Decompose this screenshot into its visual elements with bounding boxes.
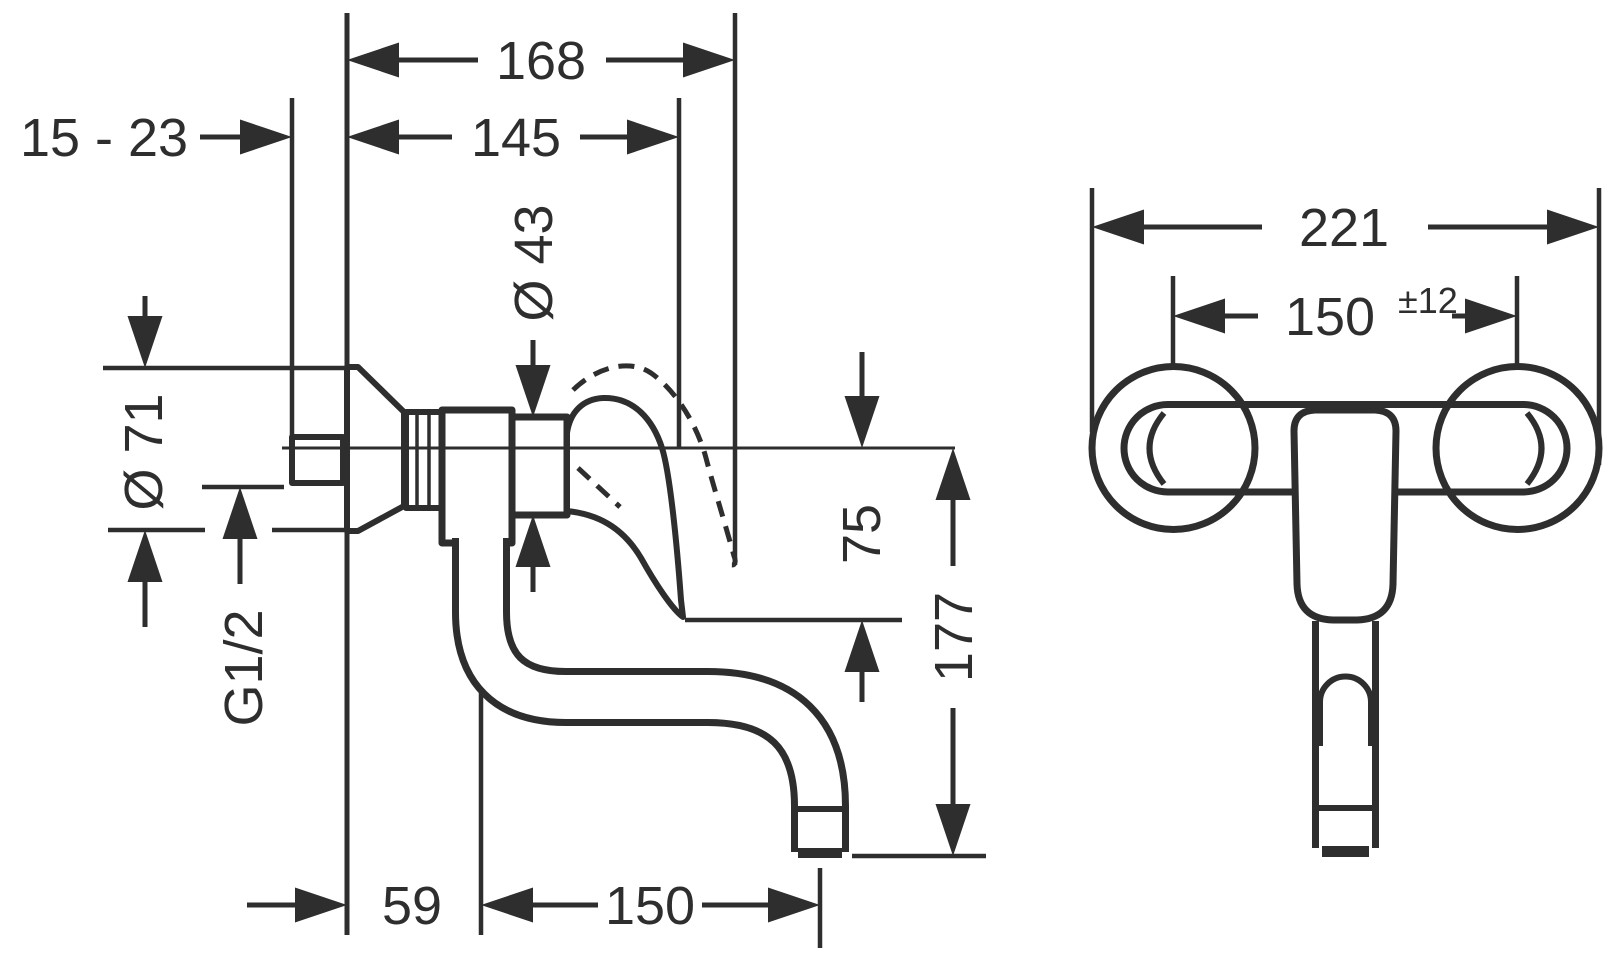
arrowhead-left-icon [347,42,399,78]
dim-label-75: 75 [832,504,892,564]
arrowhead-up-icon [222,487,258,539]
dim-label-221: 221 [1299,198,1389,258]
arrowhead-down-icon [844,396,880,448]
side-geometry [282,363,955,858]
dim-total-projection: 168 [347,31,735,91]
front-view: 221 150 ±12 [1088,188,1603,857]
mixer-body [438,406,516,547]
left-escutcheon [1088,363,1259,533]
dim-wall-adjust-range: 15 - 23 [20,108,292,168]
arrowhead-right-icon [683,42,735,78]
arrowhead-up-icon [127,530,163,582]
dim-label-59: 59 [382,876,442,936]
dim-label-d43: Ø 43 [504,204,564,321]
dim-overall-width: 221 [1092,198,1599,258]
spout-tube-bore [459,538,842,852]
wall-union-fitting [289,434,346,486]
arrowhead-down-icon [515,365,551,417]
dim-label-177: 177 [924,592,984,682]
dim-center-to-outlet: 177 [924,448,984,856]
arrowhead-up-icon [844,620,880,672]
lever-handle-raised-dashed [571,363,738,568]
arrowhead-left-icon [1092,209,1144,245]
aerator-lip [798,848,842,858]
union-nut [403,409,445,511]
dim-label-145: 145 [471,108,561,168]
dim-label-15-23: 15 - 23 [20,108,188,168]
dim-body-diameter: Ø 43 [504,204,564,592]
dim-label-168: 168 [496,31,586,91]
front-extension-lines [1089,188,1602,465]
arrowhead-right-icon [768,887,820,923]
arrowhead-up-icon [515,515,551,567]
lever-handle-side [564,394,686,620]
arrowhead-left-icon [481,887,533,923]
dim-spout-projection: 145 [347,108,679,168]
handle-raised-inner-edge [576,466,622,509]
arrowhead-right-icon [1547,209,1599,245]
dim-connection-spacing: 150 ±12 [1173,280,1517,347]
dim-label-g12: G1/2 [214,609,274,726]
dim-drop-to-outlet: 150 [532,876,820,936]
arrowhead-down-icon [127,316,163,368]
dim-wall-to-spout-drop: 59 [247,876,533,936]
arrowhead-right-icon [627,119,679,155]
dim-connection-thread: G1/2 [214,487,274,727]
arrowhead-right-icon [1465,298,1517,334]
spout-front-dome [1317,673,1374,746]
arrowhead-up-icon [935,448,971,500]
dim-escutcheon-diameter: Ø 71 [114,296,174,627]
arrowhead-down-icon [935,804,971,856]
spout-front-fill [1319,624,1372,846]
handle-raised-outline [571,363,738,568]
body-endcap-right [1524,411,1545,486]
aerator-lip-front [1322,846,1369,857]
arrowhead-left-icon [1173,298,1225,334]
side-view: 168 145 15 - 23 Ø 43 Ø 71 [20,13,986,948]
dim-label-150-front: 150 [1285,287,1375,347]
arrowhead-right-icon [295,887,347,923]
right-escutcheon [1432,363,1603,533]
dim-label-150-side: 150 [605,876,695,936]
dim-center-to-handle-tip: 75 [832,352,892,702]
front-geometry [1088,363,1603,857]
arrowhead-right-icon [240,119,292,155]
body-endcap-left [1146,411,1167,486]
cartridge-housing [508,413,571,519]
dim-label-tolerance: ±12 [1398,280,1458,321]
lever-handle-front [1290,406,1400,624]
arrowhead-left-icon [347,119,399,155]
dim-label-d71: Ø 71 [114,393,174,510]
